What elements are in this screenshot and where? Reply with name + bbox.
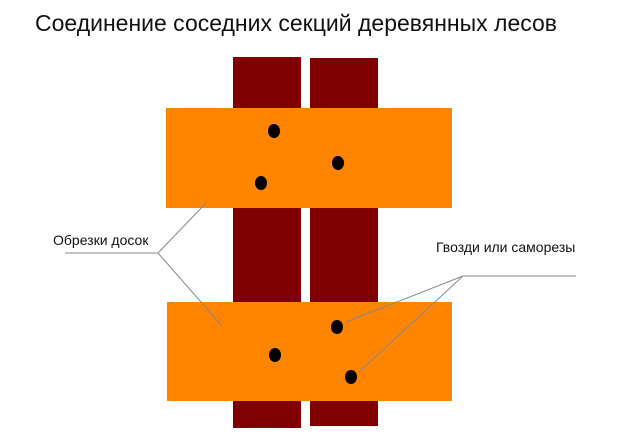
upper-nails [255, 124, 344, 190]
nail [331, 320, 343, 334]
nail [268, 124, 280, 138]
diagram-title: Соединение соседних секций деревянных ле… [35, 10, 558, 36]
nail [345, 370, 357, 384]
nails-leader-lines [345, 275, 576, 373]
nail [332, 156, 344, 170]
boards-leader-lines [65, 202, 223, 327]
lower-nails [269, 320, 357, 384]
boards-label: Обрезки досок [53, 232, 149, 248]
lower-board-scrap [167, 302, 452, 401]
nail [269, 348, 281, 362]
nails-label: Гвозди или саморезы [436, 239, 576, 255]
upper-board-scrap [166, 108, 452, 208]
nail [255, 176, 267, 190]
